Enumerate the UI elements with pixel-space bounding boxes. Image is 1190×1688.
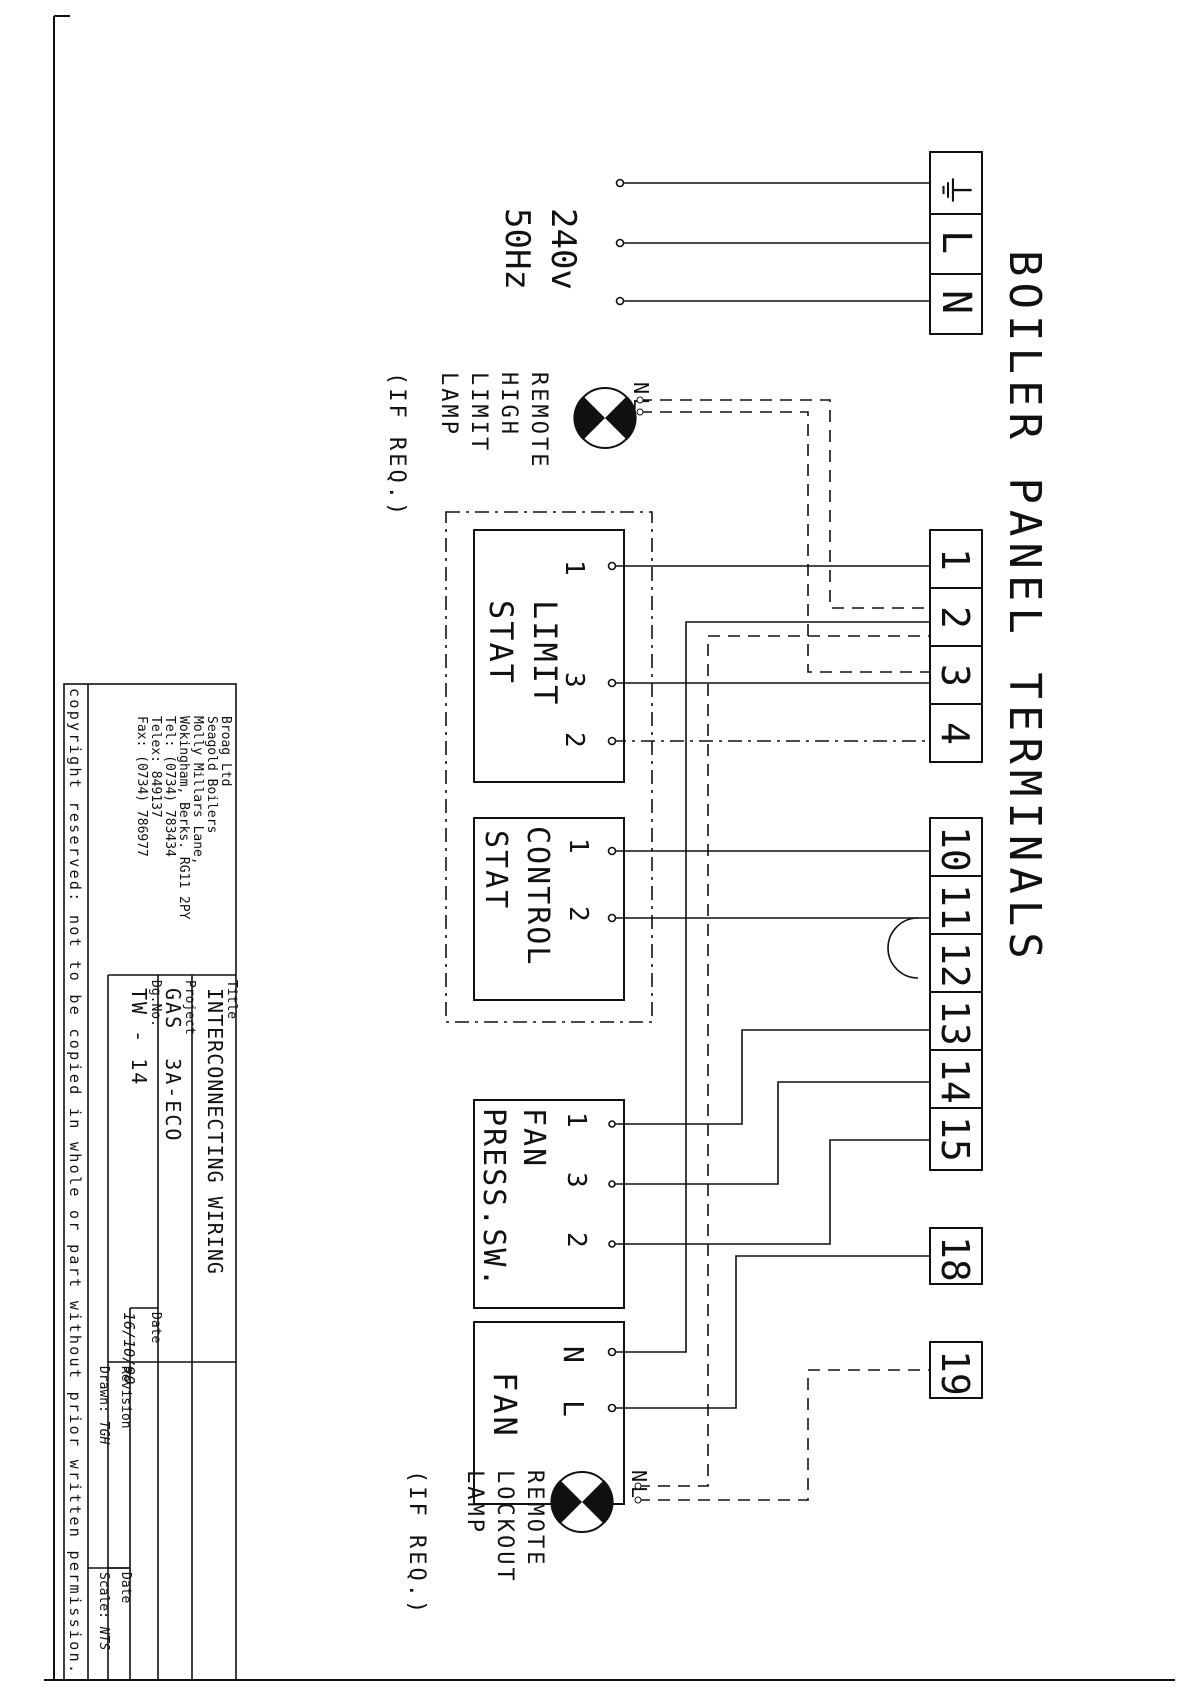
svg-text:LOCKOUT: LOCKOUT	[492, 1470, 517, 1584]
high-limit-lamp-wiring	[640, 399, 930, 673]
date-value: 16/10/90	[120, 1312, 138, 1384]
terminal-12: 12	[933, 942, 977, 988]
limit-stat-pin-1: 1	[559, 560, 589, 576]
svg-text:REMOTE: REMOTE	[522, 1470, 547, 1567]
limit-stat-enclosure	[445, 511, 653, 1023]
svg-text:(IF REQ.): (IF REQ.)	[404, 1470, 429, 1616]
project-label: Project	[182, 980, 197, 1035]
lockout-lamp-pin-l: L	[627, 1486, 651, 1498]
earth-terminal-label: ⏚	[934, 172, 975, 208]
fan-press-name-1: FAN	[516, 1108, 551, 1168]
fan-press-switch-box	[473, 1099, 625, 1309]
fan-pin-l: L	[557, 1400, 590, 1417]
limit-stat-name-1: LIMIT	[526, 600, 564, 706]
title-label: Title	[224, 980, 239, 1019]
drawing-number-label: Dg.No.	[148, 980, 163, 1027]
terminal-18: 18	[933, 1236, 977, 1282]
fan-press-pin-3: 3	[561, 1172, 591, 1188]
title-value: INTERCONNECTING WIRING	[203, 988, 227, 1275]
control-stat-name-1: CONTROL	[520, 826, 555, 966]
control-stat-box	[473, 817, 625, 1001]
remote-high-limit-lamp-icon	[573, 387, 637, 449]
high-limit-lamp-label: REMOTE HIGH LIMIT LAMP (IF REQ.)	[384, 372, 551, 518]
live-terminal-label: L	[933, 230, 979, 254]
fan-pin-n: N	[557, 1346, 590, 1363]
title-block	[63, 683, 237, 1681]
limit-stat-name-2: STAT	[482, 600, 520, 685]
limit-stat-box	[473, 529, 625, 783]
fan-press-pin-1: 1	[561, 1112, 591, 1128]
remote-lockout-lamp-icon	[550, 1471, 614, 1533]
company-line-6: Telex: 849137	[148, 716, 163, 818]
terminal-10: 10	[933, 826, 977, 872]
terminal-14: 14	[933, 1058, 977, 1104]
mains-wires	[615, 178, 930, 306]
terminal-11: 11	[933, 884, 977, 930]
svg-text:(IF REQ.): (IF REQ.)	[384, 372, 409, 518]
company-line-5: Tel: (0734) 783434	[162, 716, 177, 857]
fan-press-pin-2: 2	[561, 1232, 591, 1248]
revision-label: Revision	[118, 1366, 133, 1429]
control-stat-pin-2: 2	[563, 906, 593, 922]
high-limit-lamp-pin-l: L	[629, 398, 653, 410]
company-line-3: Molly Millars Lane,	[190, 716, 205, 865]
drawn-value: TGH	[96, 1421, 111, 1445]
supply-frequency: 50Hz	[497, 208, 537, 290]
control-stat-name-2: STAT	[478, 830, 513, 910]
fan-box	[473, 1321, 625, 1505]
svg-text:REMOTE: REMOTE	[526, 372, 551, 469]
terminal-1: 1	[933, 548, 977, 571]
limit-stat-pin-3: 3	[559, 672, 589, 688]
company-line-7: Fax: (0734) 786977	[134, 716, 149, 857]
terminal-19: 19	[933, 1350, 977, 1396]
terminal-3: 3	[933, 664, 977, 687]
supply-voltage: 240v	[543, 208, 583, 290]
terminal-strip	[929, 529, 983, 1399]
neutral-terminal-label: N	[933, 290, 979, 314]
date-label: Date	[148, 1312, 163, 1343]
project-value: GAS 3A-ECO	[161, 988, 185, 1142]
scale-value: NTS	[96, 1626, 111, 1651]
copyright-notice: copyright reserved: not to be copied in …	[66, 688, 84, 1673]
terminal-4: 4	[933, 722, 977, 745]
revision-date-label: Date	[118, 1572, 133, 1603]
fan-press-name-2: PRESS.SW.	[476, 1108, 511, 1289]
drawing-number-value: TW - 14	[127, 988, 151, 1086]
company-line-2: Seagold Boilers	[204, 716, 219, 833]
control-stat-pin-1: 1	[563, 838, 593, 854]
fan-press-wiring	[608, 1029, 930, 1248]
company-line-4: Wokingham, Berks. RG11 2PY	[176, 716, 191, 920]
limit-stat-wiring	[607, 561, 930, 746]
control-stat-wiring	[607, 846, 930, 979]
fan-wiring	[607, 621, 930, 1413]
scale-label: Scale: NTS	[96, 1572, 111, 1650]
svg-text:LIMIT: LIMIT	[466, 372, 491, 453]
terminal-13: 13	[933, 1000, 977, 1046]
svg-text:HIGH: HIGH	[496, 372, 521, 437]
lockout-lamp-label: REMOTE LOCKOUT LAMP (IF REQ.)	[404, 1470, 547, 1616]
drawing-title: BOILER PANEL TERMINALS	[999, 250, 1050, 965]
drawn-label: Drawn: TGH	[96, 1366, 111, 1444]
limit-stat-pin-2: 2	[559, 732, 589, 748]
terminal-2: 2	[933, 606, 977, 629]
fan-name: FAN	[486, 1372, 524, 1439]
terminal-15: 15	[933, 1116, 977, 1162]
lockout-lamp-pin-n: N	[627, 1470, 651, 1482]
company-line-1: Broag Ltd	[218, 716, 233, 786]
svg-text:LAMP: LAMP	[462, 1470, 487, 1535]
svg-text:LAMP: LAMP	[436, 372, 461, 437]
lockout-lamp-wiring	[638, 635, 930, 1501]
high-limit-lamp-pin-n: N	[629, 382, 653, 394]
